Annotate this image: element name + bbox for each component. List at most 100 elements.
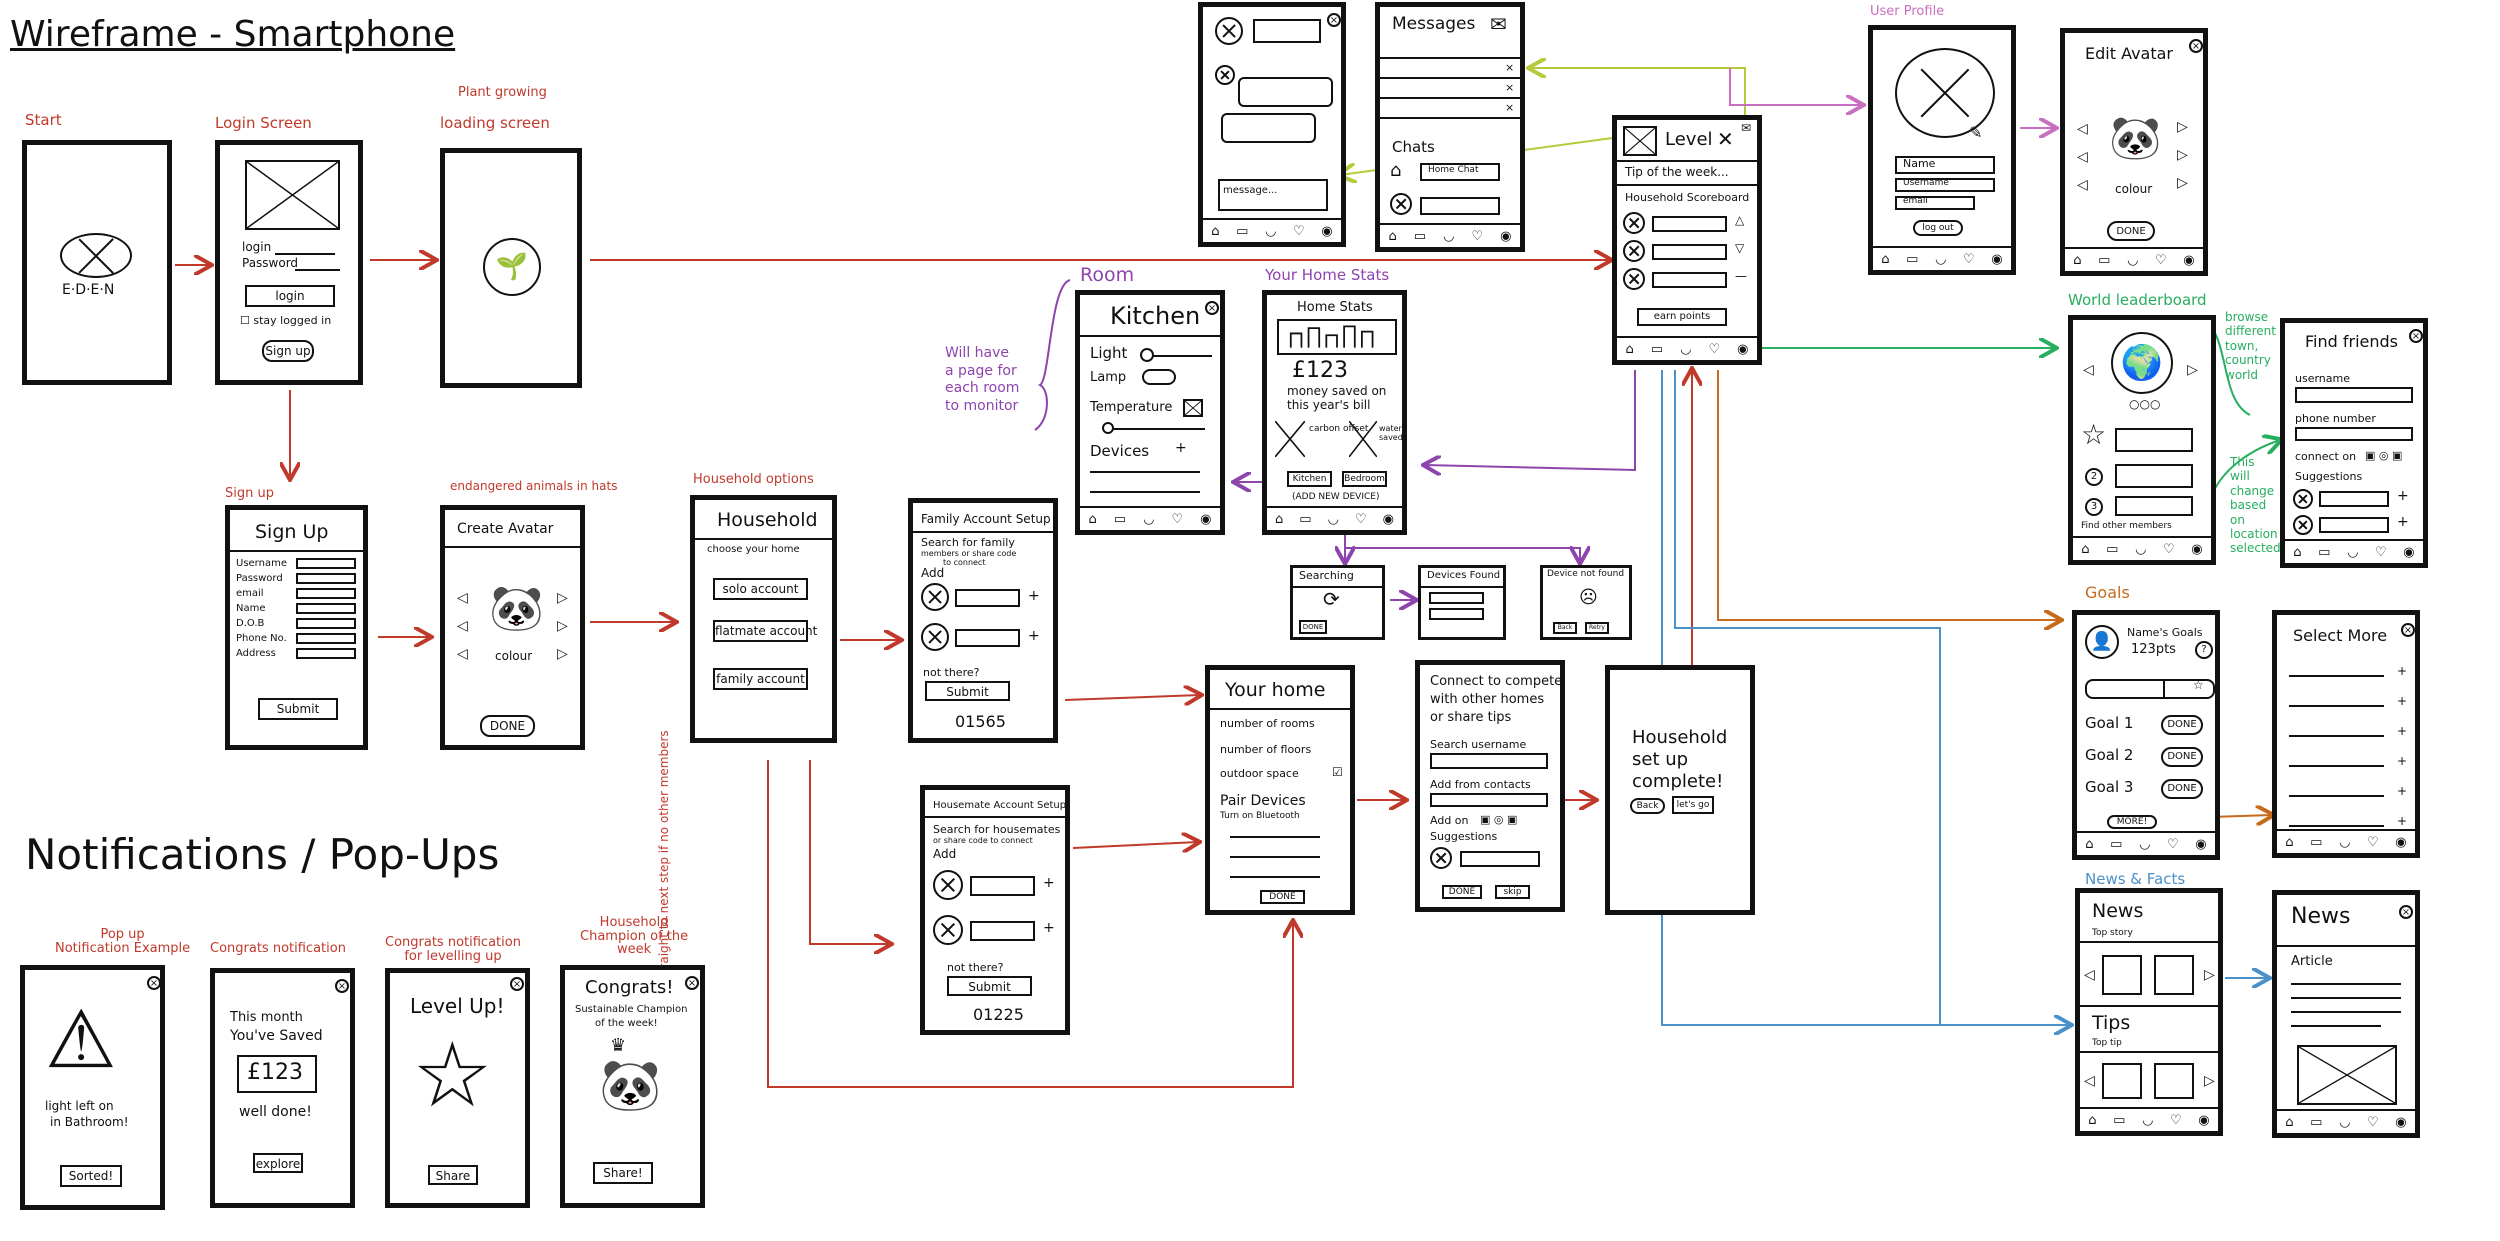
next-region-icon[interactable]: ▷ [2187, 362, 2198, 378]
story-card[interactable] [2102, 955, 2142, 995]
lamp-toggle[interactable] [1142, 369, 1176, 385]
map-icon[interactable]: ▭ [2098, 252, 2111, 268]
help-icon[interactable]: ? [2195, 641, 2213, 659]
done-button[interactable]: DONE [1299, 620, 1327, 634]
contacts-input[interactable] [1430, 793, 1548, 807]
chat-icon[interactable]: ◡ [2339, 834, 2351, 850]
username-input[interactable] [2295, 387, 2413, 403]
home-icon[interactable]: ⌂ [2293, 544, 2302, 560]
close-icon[interactable]: × [335, 979, 349, 993]
home-icon[interactable]: ⌂ [1211, 223, 1220, 239]
profile-icon[interactable]: ◉ [2395, 834, 2407, 850]
add-icon[interactable]: + [2397, 694, 2408, 708]
add-icon[interactable]: + [2397, 514, 2409, 530]
chat-icon[interactable]: ◡ [1327, 511, 1339, 527]
add-icon[interactable]: + [2397, 814, 2408, 828]
goal-done-button[interactable]: DONE [2161, 779, 2203, 799]
prev-arrow-icon[interactable]: ◁ [457, 646, 468, 662]
suggestion-field[interactable] [2319, 517, 2389, 533]
prev-region-icon[interactable]: ◁ [2083, 362, 2094, 378]
search-username-input[interactable] [1430, 753, 1548, 769]
close-icon[interactable]: × [2399, 905, 2413, 919]
close-icon[interactable]: × [147, 976, 160, 990]
chat-icon[interactable]: ◡ [1265, 223, 1277, 239]
home-icon[interactable]: ⌂ [2285, 1114, 2294, 1130]
field-name[interactable]: Name [236, 603, 363, 618]
home-icon[interactable]: ⌂ [2285, 834, 2294, 850]
chat-icon[interactable]: ◡ [1143, 511, 1155, 527]
add-icon[interactable]: + [1043, 920, 1055, 936]
leaderboard-row[interactable] [2115, 496, 2193, 516]
next-arrow-icon[interactable]: ▷ [557, 590, 568, 606]
retry-button[interactable]: Retry [1585, 622, 1609, 634]
device-slot[interactable] [1090, 471, 1200, 473]
chat-icon[interactable]: ◡ [2139, 836, 2151, 852]
submit-button[interactable]: Submit [258, 698, 338, 720]
member-field[interactable] [955, 629, 1020, 647]
next-arrow-icon[interactable]: ▷ [557, 618, 568, 634]
chat-icon[interactable]: ◡ [2339, 1114, 2351, 1130]
add-icon[interactable]: + [2397, 754, 2408, 768]
name-field[interactable] [1895, 156, 1995, 174]
heart-icon[interactable]: ♡ [2163, 541, 2175, 557]
home-icon[interactable]: ⌂ [1388, 228, 1397, 244]
close-icon[interactable]: × [685, 976, 699, 990]
suggestion-field[interactable] [2319, 491, 2389, 507]
next-arrow-icon[interactable]: ▷ [2177, 175, 2188, 191]
leaderboard-row[interactable] [2115, 464, 2193, 488]
close-icon[interactable]: × [2409, 329, 2423, 343]
prev-arrow-icon[interactable]: ◁ [2084, 1073, 2095, 1089]
suggestion-field[interactable] [1460, 851, 1540, 867]
tip-card[interactable] [2102, 1063, 2142, 1099]
prev-arrow-icon[interactable]: ◁ [2077, 121, 2088, 137]
profile-icon[interactable]: ◉ [1991, 251, 2003, 267]
flatmate-account-button[interactable]: flatmate account [713, 620, 817, 642]
logout-button[interactable]: log out [1913, 220, 1963, 236]
profile-icon[interactable]: ◉ [2198, 1112, 2210, 1128]
heart-icon[interactable]: ♡ [1708, 341, 1721, 357]
next-arrow-icon[interactable]: ▷ [2204, 1073, 2215, 1089]
message-input[interactable] [1218, 179, 1328, 211]
dismiss-icon[interactable]: × [1505, 101, 1515, 114]
prev-arrow-icon[interactable]: ◁ [457, 618, 468, 634]
field-password[interactable]: Password [236, 573, 363, 588]
home-icon[interactable]: ⌂ [1275, 511, 1284, 527]
find-members-link[interactable]: Find other members [2081, 521, 2172, 531]
profile-icon[interactable]: ◉ [1382, 511, 1394, 527]
home-chat-item[interactable] [1420, 163, 1500, 181]
stay-logged-in-checkbox[interactable]: ☐ stay logged in [240, 314, 332, 327]
message-row[interactable] [1380, 77, 1520, 79]
map-icon[interactable]: ▭ [2310, 834, 2323, 850]
close-icon[interactable]: × [2401, 623, 2415, 637]
close-icon[interactable]: × [1327, 13, 1341, 27]
next-arrow-icon[interactable]: ▷ [2177, 119, 2188, 135]
login-button[interactable]: login [245, 285, 335, 307]
add-icon[interactable]: + [2397, 784, 2408, 798]
home-icon[interactable]: ⌂ [2081, 541, 2090, 557]
next-arrow-icon[interactable]: ▷ [2204, 967, 2215, 983]
submit-button[interactable]: Submit [947, 976, 1032, 996]
chat-icon[interactable]: ◡ [2347, 544, 2359, 560]
add-device-link[interactable]: (ADD NEW DEVICE) [1292, 492, 1380, 502]
next-arrow-icon[interactable]: ▷ [557, 646, 568, 662]
map-icon[interactable]: ▭ [2310, 1114, 2323, 1130]
heart-icon[interactable]: ♡ [2367, 834, 2379, 850]
outdoor-checkbox[interactable]: ☑ [1332, 765, 1343, 779]
goal-done-button[interactable]: DONE [2161, 747, 2203, 767]
next-arrow-icon[interactable]: ▷ [2177, 147, 2188, 163]
room-tab-bedroom[interactable]: Bedroom [1342, 471, 1387, 487]
field-username[interactable]: Username [236, 558, 363, 573]
heart-icon[interactable]: ♡ [2155, 252, 2167, 268]
found-device-row[interactable] [1429, 608, 1484, 620]
map-icon[interactable]: ▭ [2110, 836, 2123, 852]
home-icon[interactable]: ⌂ [1088, 511, 1097, 527]
sorted-button[interactable]: Sorted! [60, 1165, 122, 1187]
add-icon[interactable]: + [1028, 588, 1040, 604]
password-field[interactable] [295, 269, 340, 271]
map-icon[interactable]: ▭ [1413, 228, 1427, 244]
chat-icon[interactable]: ◡ [1443, 228, 1455, 244]
field-address[interactable]: Address [236, 648, 363, 663]
heart-icon[interactable]: ♡ [1354, 511, 1367, 527]
tip-of-week[interactable]: Tip of the week... [1625, 165, 1729, 179]
mail-icon[interactable]: ✉ [1741, 121, 1752, 135]
